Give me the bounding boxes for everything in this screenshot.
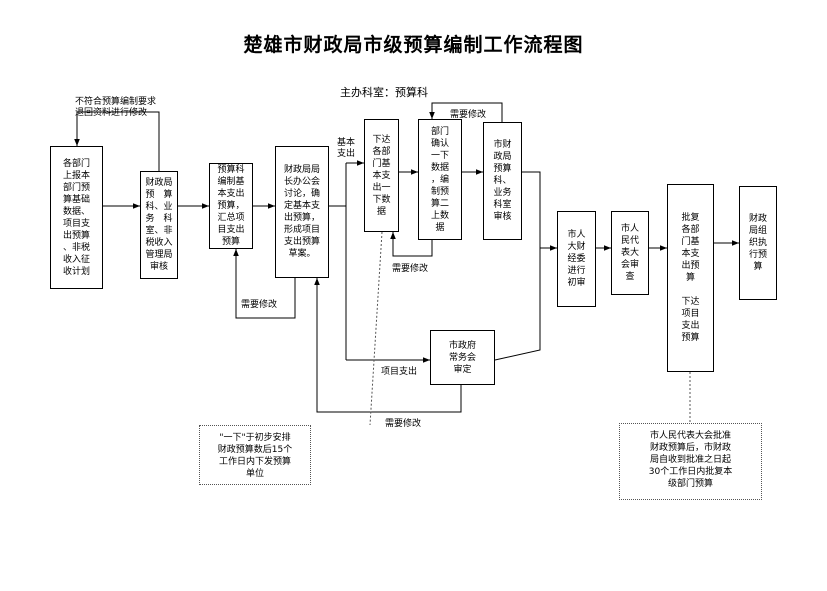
step-compile-budget: 预算科 编制基 本支出 预算， 汇总项 目支出 预算 (209, 163, 253, 249)
step-director-meeting: 财政局局 长办公会 讨论，确 定基本支 出预算， 形成项目 支出预算 草案。 (275, 146, 329, 278)
responsible-office: 主办科室：预算科 (340, 86, 428, 99)
label-modify-b5: 需要修改 (392, 264, 429, 274)
step-government-standing-meeting: 市政府 常务会 审定 (430, 330, 495, 385)
step-finance-review: 财政局 预 算 科、业 务 科 室、非 税收入 管理局 审核 (140, 171, 178, 279)
label-modify-b3: 需要修改 (241, 300, 278, 310)
step-approve-issue-budget: 批复 各部 门基 本支 出预 算 下达 项目 支出 预算 (667, 184, 714, 372)
note-first-issue-deadline: "一下"于初步安排 财政预算数后15个 工作日内下发预算 单位 (199, 425, 311, 485)
step-issue-first-data: 下达 各部 门基 本支 出一 下数 据 (364, 119, 399, 232)
label-modify-top: 需要修改 (450, 110, 487, 120)
loop-b12-b4 (314, 278, 462, 413)
loop-b6-b5 (390, 232, 433, 257)
loop-b2-b1 (74, 111, 160, 171)
label-project-expenditure: 项目支出 (381, 367, 418, 377)
loop-b7-b6 (429, 102, 503, 122)
step-npc-review: 市人 民代 表大 会审 查 (611, 211, 649, 295)
loop-b4-b3 (233, 249, 296, 319)
note-link-n1 (369, 231, 383, 426)
label-modify-bottom: 需要修改 (385, 419, 422, 429)
note-approval-deadline: 市人民代表大会批准 财政预算后，市财政 局自收到批准之日起 30个工作日内批复本… (619, 423, 762, 500)
label-reject-resubmit: 不符合预算编制要求 退回资料进行修改 (75, 97, 157, 118)
step-npc-finance-preliminary: 市人 大财 经委 进行 初审 (557, 211, 596, 307)
step-budget-office-review: 市财 政局 预算 科、 业务 科室 审核 (483, 122, 522, 240)
label-basic-expenditure: 基本 支出 (337, 138, 356, 159)
step-confirm-second-data: 部门 确认 一下 数据 ，编 制预 算二 上数 据 (418, 119, 462, 240)
arrow-b12-b8 (494, 248, 541, 361)
step-execute-budget: 财政 局组 织执 行预 算 (739, 186, 777, 300)
page-title: 楚雄市财政局市级预算编制工作流程图 (243, 34, 584, 56)
step-departments-submit: 各部门 上报本 部门预 算基础 数据、 项目支 出预算 、非税 收入征 收计划 (50, 146, 103, 289)
arrow-b7-b8 (522, 171, 557, 251)
